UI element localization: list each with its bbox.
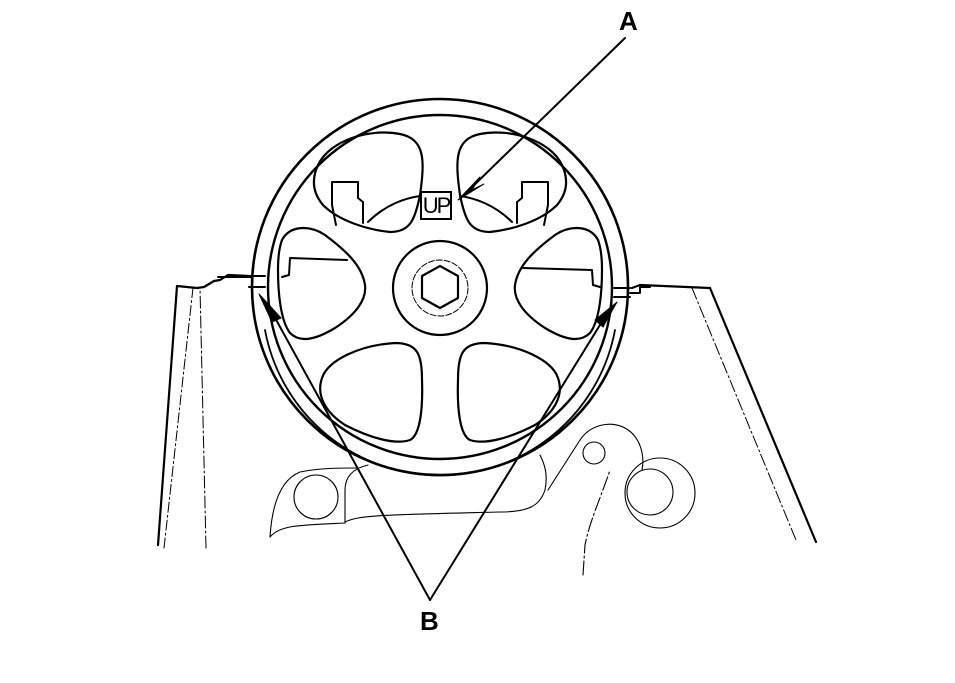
- arrowheads: [258, 176, 618, 328]
- pulley-window-upper-left: [312, 131, 424, 234]
- lower-casting: [269, 423, 696, 576]
- pulley-window-lower-right: [456, 341, 561, 443]
- pulley-window-upper-right: [456, 131, 568, 234]
- callout-label-a: A: [619, 6, 638, 36]
- up-mark: UP: [420, 191, 452, 220]
- pulley: [217, 97, 651, 477]
- arrow-a-icon: [457, 176, 485, 201]
- cylinder-head: [156, 273, 818, 549]
- callout-label-b: B: [420, 606, 439, 636]
- callout-leaders: [267, 37, 626, 601]
- pulley-window-right: [513, 227, 604, 341]
- hex-bolt-icon: [420, 264, 460, 310]
- pulley-window-lower-left: [319, 341, 424, 443]
- pulley-window-left: [276, 227, 367, 341]
- pulley-hub: [391, 239, 489, 337]
- arrow-b-left-icon: [258, 293, 282, 323]
- tdc-mark-left: [217, 275, 266, 288]
- arrow-b-right-icon: [594, 301, 618, 328]
- tdc-mark-right: [613, 286, 651, 298]
